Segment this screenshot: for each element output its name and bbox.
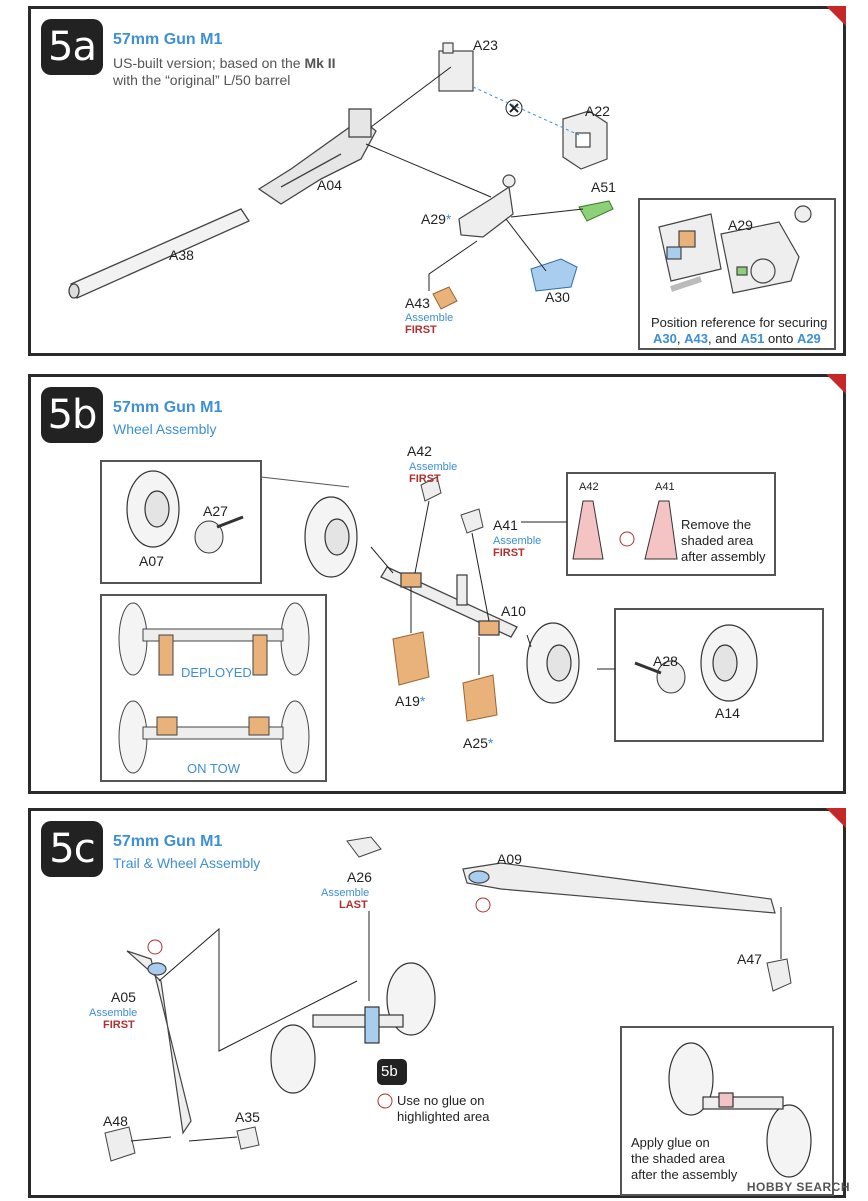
label-a25: A25*: [463, 735, 494, 751]
step-subtitle: Trail & Wheel Assembly: [113, 855, 261, 871]
a26-part: [346, 836, 382, 858]
label-a35: A35: [235, 1109, 260, 1125]
a28-hub: [634, 660, 686, 694]
label-a07: A07: [139, 553, 164, 569]
a19-part: [392, 631, 430, 686]
assemble-note: Assemble: [89, 1007, 138, 1019]
axle-part: [380, 566, 518, 638]
corner-mark: [826, 6, 846, 26]
right-wheel: [526, 622, 580, 704]
axle-assembly: [270, 962, 436, 1094]
step-5c-panel: 5c 57mm Gun M1 Trail & Wheel Assembly: [28, 808, 846, 1198]
inset-label-a42: A42: [579, 481, 599, 493]
deployed-label: DEPLOYED: [181, 665, 252, 680]
label-a05: A05: [111, 989, 136, 1005]
step-5a-panel: 5a 57mm Gun M1 US-built version; based o…: [28, 6, 846, 356]
a42-part: [420, 476, 442, 502]
first-note: FIRST: [103, 1019, 135, 1031]
no-glue-icon: [147, 897, 491, 1109]
label-a51: A51: [591, 179, 616, 195]
label-a22: A22: [585, 103, 610, 119]
label-a26: A26: [347, 869, 372, 885]
glue-inset-drawing: [668, 1042, 812, 1178]
corner-mark: [826, 374, 846, 394]
a14-wheel: [700, 624, 758, 702]
a23-part: [438, 42, 474, 92]
barrel-part: [68, 208, 250, 299]
step-badge: 5c: [41, 821, 103, 877]
watermark: HOBBY SEARCH: [746, 1180, 850, 1194]
step-title: 57mm Gun M1: [113, 399, 223, 416]
ontow-diagram: [118, 700, 310, 774]
assemble-note: Assemble: [405, 312, 454, 324]
a48-part: [104, 1126, 136, 1162]
a43-part: [432, 286, 458, 310]
label-a23: A23: [473, 37, 498, 53]
a22-part: [562, 110, 608, 170]
ontow-label: ON TOW: [187, 761, 240, 776]
assemble-note: Assemble: [321, 887, 370, 899]
label-a30: A30: [545, 289, 570, 305]
a25-part: [462, 674, 498, 722]
step-subtitle: US-built version; based on the Mk II: [113, 55, 336, 71]
a41-part: [460, 508, 484, 534]
label-a29: A29*: [421, 211, 452, 227]
a51-part: [578, 200, 614, 222]
a07-wheel: [126, 470, 180, 548]
step-5c-drawing: [104, 836, 834, 1196]
inset-note-parts: A30, A43, and A51 onto A29: [653, 331, 821, 346]
step-ref-badge: 5b: [381, 1063, 398, 1080]
step-subtitle: Wheel Assembly: [113, 421, 217, 437]
step-badge: 5a: [41, 19, 103, 75]
label-a43: A43: [405, 295, 430, 311]
step-title: 57mm Gun M1: [113, 31, 223, 48]
label-a10: A10: [501, 603, 526, 619]
a30-part: [530, 258, 578, 292]
step-5b-drawing: [100, 460, 824, 782]
inset-label-a29: A29: [728, 217, 753, 233]
corner-mark: [826, 808, 846, 828]
label-a41: A41: [493, 517, 518, 533]
label-a14: A14: [715, 705, 740, 721]
left-wheel: [304, 496, 358, 578]
label-a48: A48: [103, 1113, 128, 1129]
label-a38: A38: [169, 247, 194, 263]
a09-trail: [462, 862, 776, 914]
step-5b-panel: 5b 57mm Gun M1 Wheel Assembly: [28, 374, 846, 794]
step-subtitle-2: with the “original” L/50 barrel: [113, 72, 291, 88]
label-a47: A47: [737, 951, 762, 967]
first-note: FIRST: [493, 547, 525, 559]
label-a04: A04: [317, 177, 342, 193]
assemble-note: Assemble: [409, 461, 458, 473]
step-badge: 5b: [41, 387, 103, 443]
breech-part: [257, 108, 377, 205]
first-note: FIRST: [405, 324, 437, 336]
a27-hub: [194, 515, 244, 554]
first-note: FIRST: [409, 473, 441, 485]
step-title: 57mm Gun M1: [113, 833, 223, 850]
label-a19: A19*: [395, 693, 426, 709]
inset-note: Position reference for securing: [651, 315, 828, 330]
a05-trail: [126, 950, 192, 1135]
label-a28: A28: [653, 653, 678, 669]
label-a42: A42: [407, 443, 432, 459]
step-5a-drawing: [68, 42, 836, 350]
deployed-diagram: [118, 602, 310, 676]
label-a27: A27: [203, 503, 228, 519]
inset-label-a41: A41: [655, 481, 675, 493]
assemble-note: Assemble: [493, 535, 542, 547]
last-note: LAST: [339, 899, 368, 911]
a29-part: [458, 174, 516, 238]
a29-inset-drawing: [658, 205, 812, 294]
a47-part: [766, 958, 792, 992]
label-a09: A09: [497, 851, 522, 867]
a35-part: [236, 1126, 260, 1150]
